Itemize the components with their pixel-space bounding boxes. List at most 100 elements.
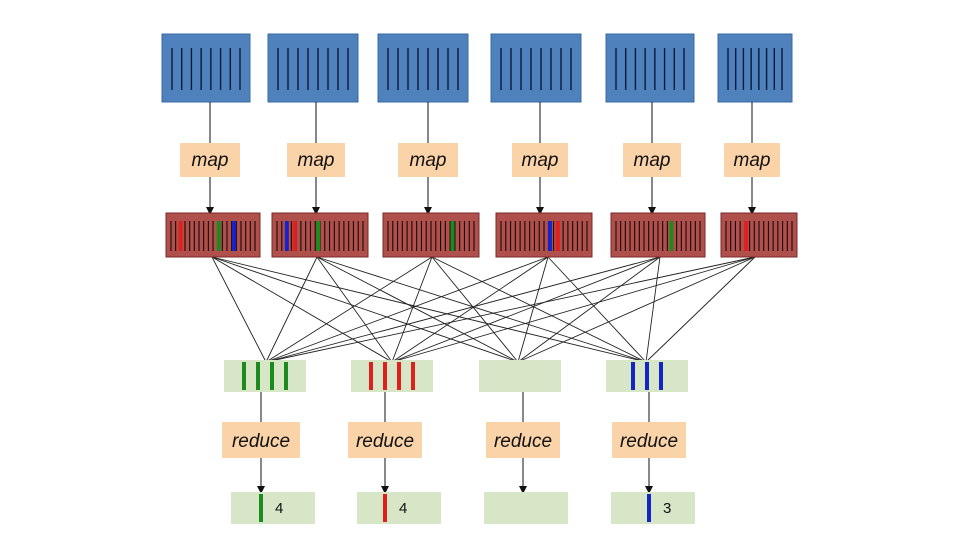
input-split bbox=[377, 33, 469, 103]
shuffle-line bbox=[211, 256, 393, 363]
red-key-bar bbox=[292, 221, 297, 251]
reducer-input-blue bbox=[606, 360, 688, 392]
shuffle-line bbox=[517, 256, 549, 363]
shuffle-line bbox=[265, 256, 661, 363]
input-split-block bbox=[161, 33, 251, 103]
map-box bbox=[398, 143, 458, 177]
reduce-label: reduce bbox=[494, 431, 552, 452]
reduce-task: reduce bbox=[486, 422, 560, 458]
input-split bbox=[161, 33, 251, 103]
shuffle-line bbox=[517, 256, 756, 363]
intermediate-block bbox=[165, 212, 261, 258]
shuffle-line bbox=[517, 256, 661, 363]
shuffle-line bbox=[316, 256, 393, 363]
output-box bbox=[357, 492, 441, 524]
shuffle-line bbox=[431, 256, 647, 363]
intermediate-block bbox=[720, 212, 798, 258]
reducer-input-box bbox=[351, 360, 433, 392]
map-task: map bbox=[623, 143, 681, 177]
green-key-bar bbox=[259, 494, 263, 522]
shuffle-line bbox=[265, 256, 756, 363]
map-task: map bbox=[287, 143, 345, 177]
input-split-block bbox=[717, 33, 793, 103]
blue-key-bar bbox=[659, 362, 663, 390]
output-count: 4 bbox=[275, 500, 283, 517]
intermediate-block bbox=[382, 212, 480, 258]
blue-key-bar bbox=[284, 221, 289, 251]
reduce-task: reduce bbox=[612, 422, 686, 458]
reduce-label: reduce bbox=[232, 431, 290, 452]
blue-key-bar bbox=[547, 221, 552, 251]
red-key-bar bbox=[397, 362, 401, 390]
blue-key-bar bbox=[645, 362, 649, 390]
blue-key-bar bbox=[631, 362, 635, 390]
shuffle-line bbox=[645, 256, 661, 363]
shuffle-line bbox=[211, 256, 647, 363]
map-label: map bbox=[298, 150, 335, 171]
input-split bbox=[605, 33, 695, 103]
map-label: map bbox=[734, 150, 771, 171]
red-key-bar bbox=[555, 221, 560, 251]
map-label: map bbox=[410, 150, 447, 171]
input-splits bbox=[161, 33, 793, 103]
shuffle-connectors bbox=[211, 256, 756, 363]
shuffle-line bbox=[645, 256, 756, 363]
green-key-bar bbox=[256, 362, 260, 390]
input-split bbox=[490, 33, 582, 103]
red-key-bar bbox=[383, 494, 387, 522]
shuffle-line bbox=[391, 256, 756, 363]
input-split bbox=[267, 33, 359, 103]
map-label: map bbox=[192, 150, 229, 171]
reducer-input-red bbox=[351, 360, 433, 392]
green-key-bar bbox=[316, 221, 321, 251]
shuffle-line bbox=[316, 256, 519, 363]
input-split-block bbox=[490, 33, 582, 103]
green-key-bar bbox=[270, 362, 274, 390]
map-tasks: map map map map map map bbox=[180, 102, 780, 215]
map-label: map bbox=[522, 150, 559, 171]
map-box bbox=[512, 143, 568, 177]
reduce-output-red: 4 bbox=[357, 492, 441, 524]
green-key-bar bbox=[242, 362, 246, 390]
reduce-output-blue: 3 bbox=[611, 492, 695, 524]
blue-key-bar bbox=[232, 221, 237, 251]
reduce-label: reduce bbox=[356, 431, 414, 452]
map-label: map bbox=[634, 150, 671, 171]
shuffle-line bbox=[547, 256, 647, 363]
green-key-bar bbox=[669, 221, 674, 251]
intermediate-outputs bbox=[165, 212, 798, 258]
output-box bbox=[484, 492, 568, 524]
shuffle-line bbox=[431, 256, 519, 363]
shuffle-line bbox=[391, 256, 661, 363]
intermediate-block bbox=[271, 212, 369, 258]
reduce-inputs bbox=[224, 360, 688, 422]
green-key-bar bbox=[284, 362, 288, 390]
shuffle-line bbox=[211, 256, 267, 363]
green-key-bar bbox=[216, 221, 221, 251]
reduce-output-none bbox=[484, 492, 568, 524]
reduce-box bbox=[612, 422, 686, 458]
red-key-bar bbox=[383, 362, 387, 390]
map-box bbox=[180, 143, 240, 177]
reduce-label: reduce bbox=[620, 431, 678, 452]
blue-key-bar bbox=[647, 494, 651, 522]
map-task: map bbox=[180, 143, 240, 177]
reducer-input-box bbox=[224, 360, 306, 392]
input-split bbox=[717, 33, 793, 103]
intermediate-block bbox=[495, 212, 593, 258]
map-task: map bbox=[398, 143, 458, 177]
reduce-task: reduce bbox=[348, 422, 422, 458]
output-box bbox=[231, 492, 315, 524]
shuffle-line bbox=[391, 256, 433, 363]
reducer-input-box bbox=[479, 360, 561, 392]
reduce-box bbox=[486, 422, 560, 458]
output-count: 3 bbox=[663, 500, 671, 517]
red-key-bar bbox=[744, 221, 748, 251]
map-box bbox=[287, 143, 345, 177]
shuffle-line bbox=[316, 256, 647, 363]
shuffle-line bbox=[211, 256, 519, 363]
intermediate-block bbox=[610, 212, 706, 258]
shuffle-line bbox=[265, 256, 433, 363]
red-key-bar bbox=[369, 362, 373, 390]
reducer-input-green bbox=[224, 360, 306, 392]
